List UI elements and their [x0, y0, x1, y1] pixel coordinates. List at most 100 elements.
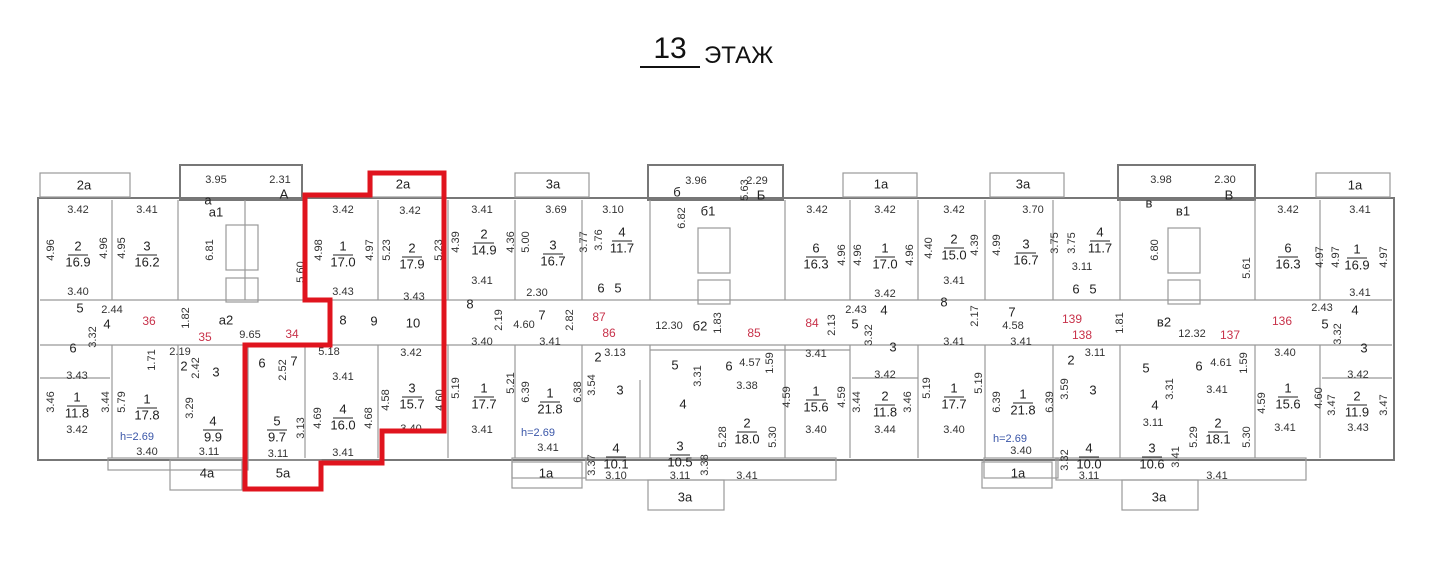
dimension-label: 3.10: [605, 470, 626, 482]
dimension-label: 3.40: [67, 286, 88, 298]
dimension-label: 3.41: [332, 447, 353, 459]
room-number: 3: [676, 438, 683, 453]
dimension-label: 3.13: [604, 347, 625, 359]
room-area: 16.9: [1344, 257, 1369, 272]
dimension-label: 3.41: [943, 336, 964, 348]
dimension-label: 2.30: [526, 287, 547, 299]
dimension-label: 3.41: [471, 424, 492, 436]
room-label: б1: [701, 203, 716, 218]
elevator-shaft: [1167, 227, 1201, 274]
dimension-label: 3.96: [685, 175, 706, 187]
dimension-label: 3.11: [199, 446, 220, 458]
room-label: 6: [1195, 358, 1202, 373]
room-area: 10.0: [1076, 456, 1101, 471]
room-label: 5: [851, 316, 858, 331]
room-number: 2: [743, 415, 750, 430]
dimension-label: 3.38: [736, 380, 757, 392]
dimension-label-vertical: 4.98: [313, 239, 325, 260]
room-label: 6: [258, 355, 265, 370]
dimension-label-vertical: 6.38: [572, 381, 584, 402]
room-label: 5: [1142, 360, 1149, 375]
dimension-label: 3.69: [545, 204, 566, 216]
dimension-label: 3.42: [874, 369, 895, 381]
dimension-label: 3.95: [205, 174, 226, 186]
dimension-label: 4.57: [739, 357, 760, 369]
dimension-label: 3.70: [1022, 204, 1043, 216]
dimension-label: 3.41: [1349, 204, 1370, 216]
dimension-label: 3.11: [1072, 261, 1093, 273]
apartment-number: 137: [1220, 328, 1240, 342]
balcony: [514, 172, 590, 198]
balcony: [981, 461, 1053, 489]
room-label: 5: [1321, 316, 1328, 331]
dimension-label: 3.41: [471, 204, 492, 216]
dimension-label-vertical: 5.79: [116, 391, 128, 412]
balcony: [1121, 479, 1199, 511]
dimension-label-vertical: 5.30: [767, 426, 779, 447]
dimension-label-vertical: 4.60: [1313, 387, 1325, 408]
dimension-label: 3.11: [1143, 417, 1164, 429]
room-label: б2: [693, 318, 708, 333]
dimension-label-vertical: 5.19: [450, 377, 462, 398]
room-label: 4: [880, 302, 887, 317]
room-label: 8: [466, 296, 473, 311]
balcony-label: 3а: [1016, 176, 1031, 191]
dimension-label-vertical: 2.52: [277, 359, 289, 380]
room-label: в1: [1176, 203, 1190, 218]
elevator-shaft: [225, 224, 259, 271]
room-area: 11.7: [1088, 240, 1112, 255]
selected-apartment-outline[interactable]: [242, 170, 447, 492]
dimension-label: 3.42: [874, 288, 895, 300]
room-number: 2: [1214, 415, 1221, 430]
room-area: 15.7: [399, 396, 424, 411]
dimension-label-vertical: 3.47: [1378, 394, 1390, 415]
room-area: 17.0: [330, 254, 355, 269]
dimension-label-vertical: 3.38: [699, 454, 711, 475]
room-number: 1: [881, 240, 888, 255]
room-area: 15.6: [803, 399, 828, 414]
floor-number: 13: [640, 32, 700, 68]
dimension-label: 3.43: [403, 291, 424, 303]
room-area: 9.7: [268, 429, 286, 444]
room-number: 1: [1019, 386, 1026, 401]
balcony-label: 1а: [1348, 177, 1363, 192]
dimension-label: 3.40: [1274, 347, 1295, 359]
ceiling-height: h=2.69: [993, 433, 1027, 445]
room-number: 4: [339, 401, 346, 416]
dimension-label: 3.42: [67, 204, 88, 216]
apartment-number: 34: [285, 327, 299, 341]
dimension-label-vertical: 6.82: [676, 207, 688, 228]
room-label: 3: [212, 364, 219, 379]
dimension-label: 3.40: [1010, 445, 1031, 457]
dimension-label-vertical: 3.32: [1332, 323, 1344, 344]
room-label: 3: [616, 382, 623, 397]
balcony-label: 5а: [276, 465, 291, 480]
dimension-label: 2.19: [169, 346, 190, 358]
dimension-label-vertical: 1.59: [1238, 352, 1250, 373]
dimension-label-vertical: 4.96: [852, 244, 864, 265]
dimension-label-vertical: 3.54: [586, 374, 598, 395]
dimension-label: 2.44: [101, 304, 122, 316]
dimension-label: 3.41: [736, 470, 757, 482]
dimension-label-vertical: 3.75: [1049, 232, 1061, 253]
room-area: 10.6: [1139, 456, 1164, 471]
dimension-label: 3.42: [399, 205, 420, 217]
room-label: 6: [69, 340, 76, 355]
floor-label: ЭТАЖ: [704, 42, 774, 69]
dimension-label-vertical: 1.71: [146, 349, 158, 370]
apartment-number: 136: [1272, 314, 1292, 328]
dimension-label: 12.30: [655, 320, 683, 332]
dimension-label-vertical: 4.58: [380, 389, 392, 410]
balcony-label: 3а: [546, 176, 561, 191]
dimension-label-vertical: 3.75: [1066, 232, 1078, 253]
room-label: 8: [940, 294, 947, 309]
dimension-label-vertical: 4.59: [836, 386, 848, 407]
apartment-number: 138: [1072, 328, 1092, 342]
room-number: 3: [1022, 236, 1029, 251]
dimension-label: 3.42: [66, 424, 87, 436]
balcony-label: 1а: [539, 465, 554, 480]
room-area: 9.9: [204, 429, 222, 444]
bay: [983, 457, 1059, 479]
room-label: 3: [889, 339, 896, 354]
